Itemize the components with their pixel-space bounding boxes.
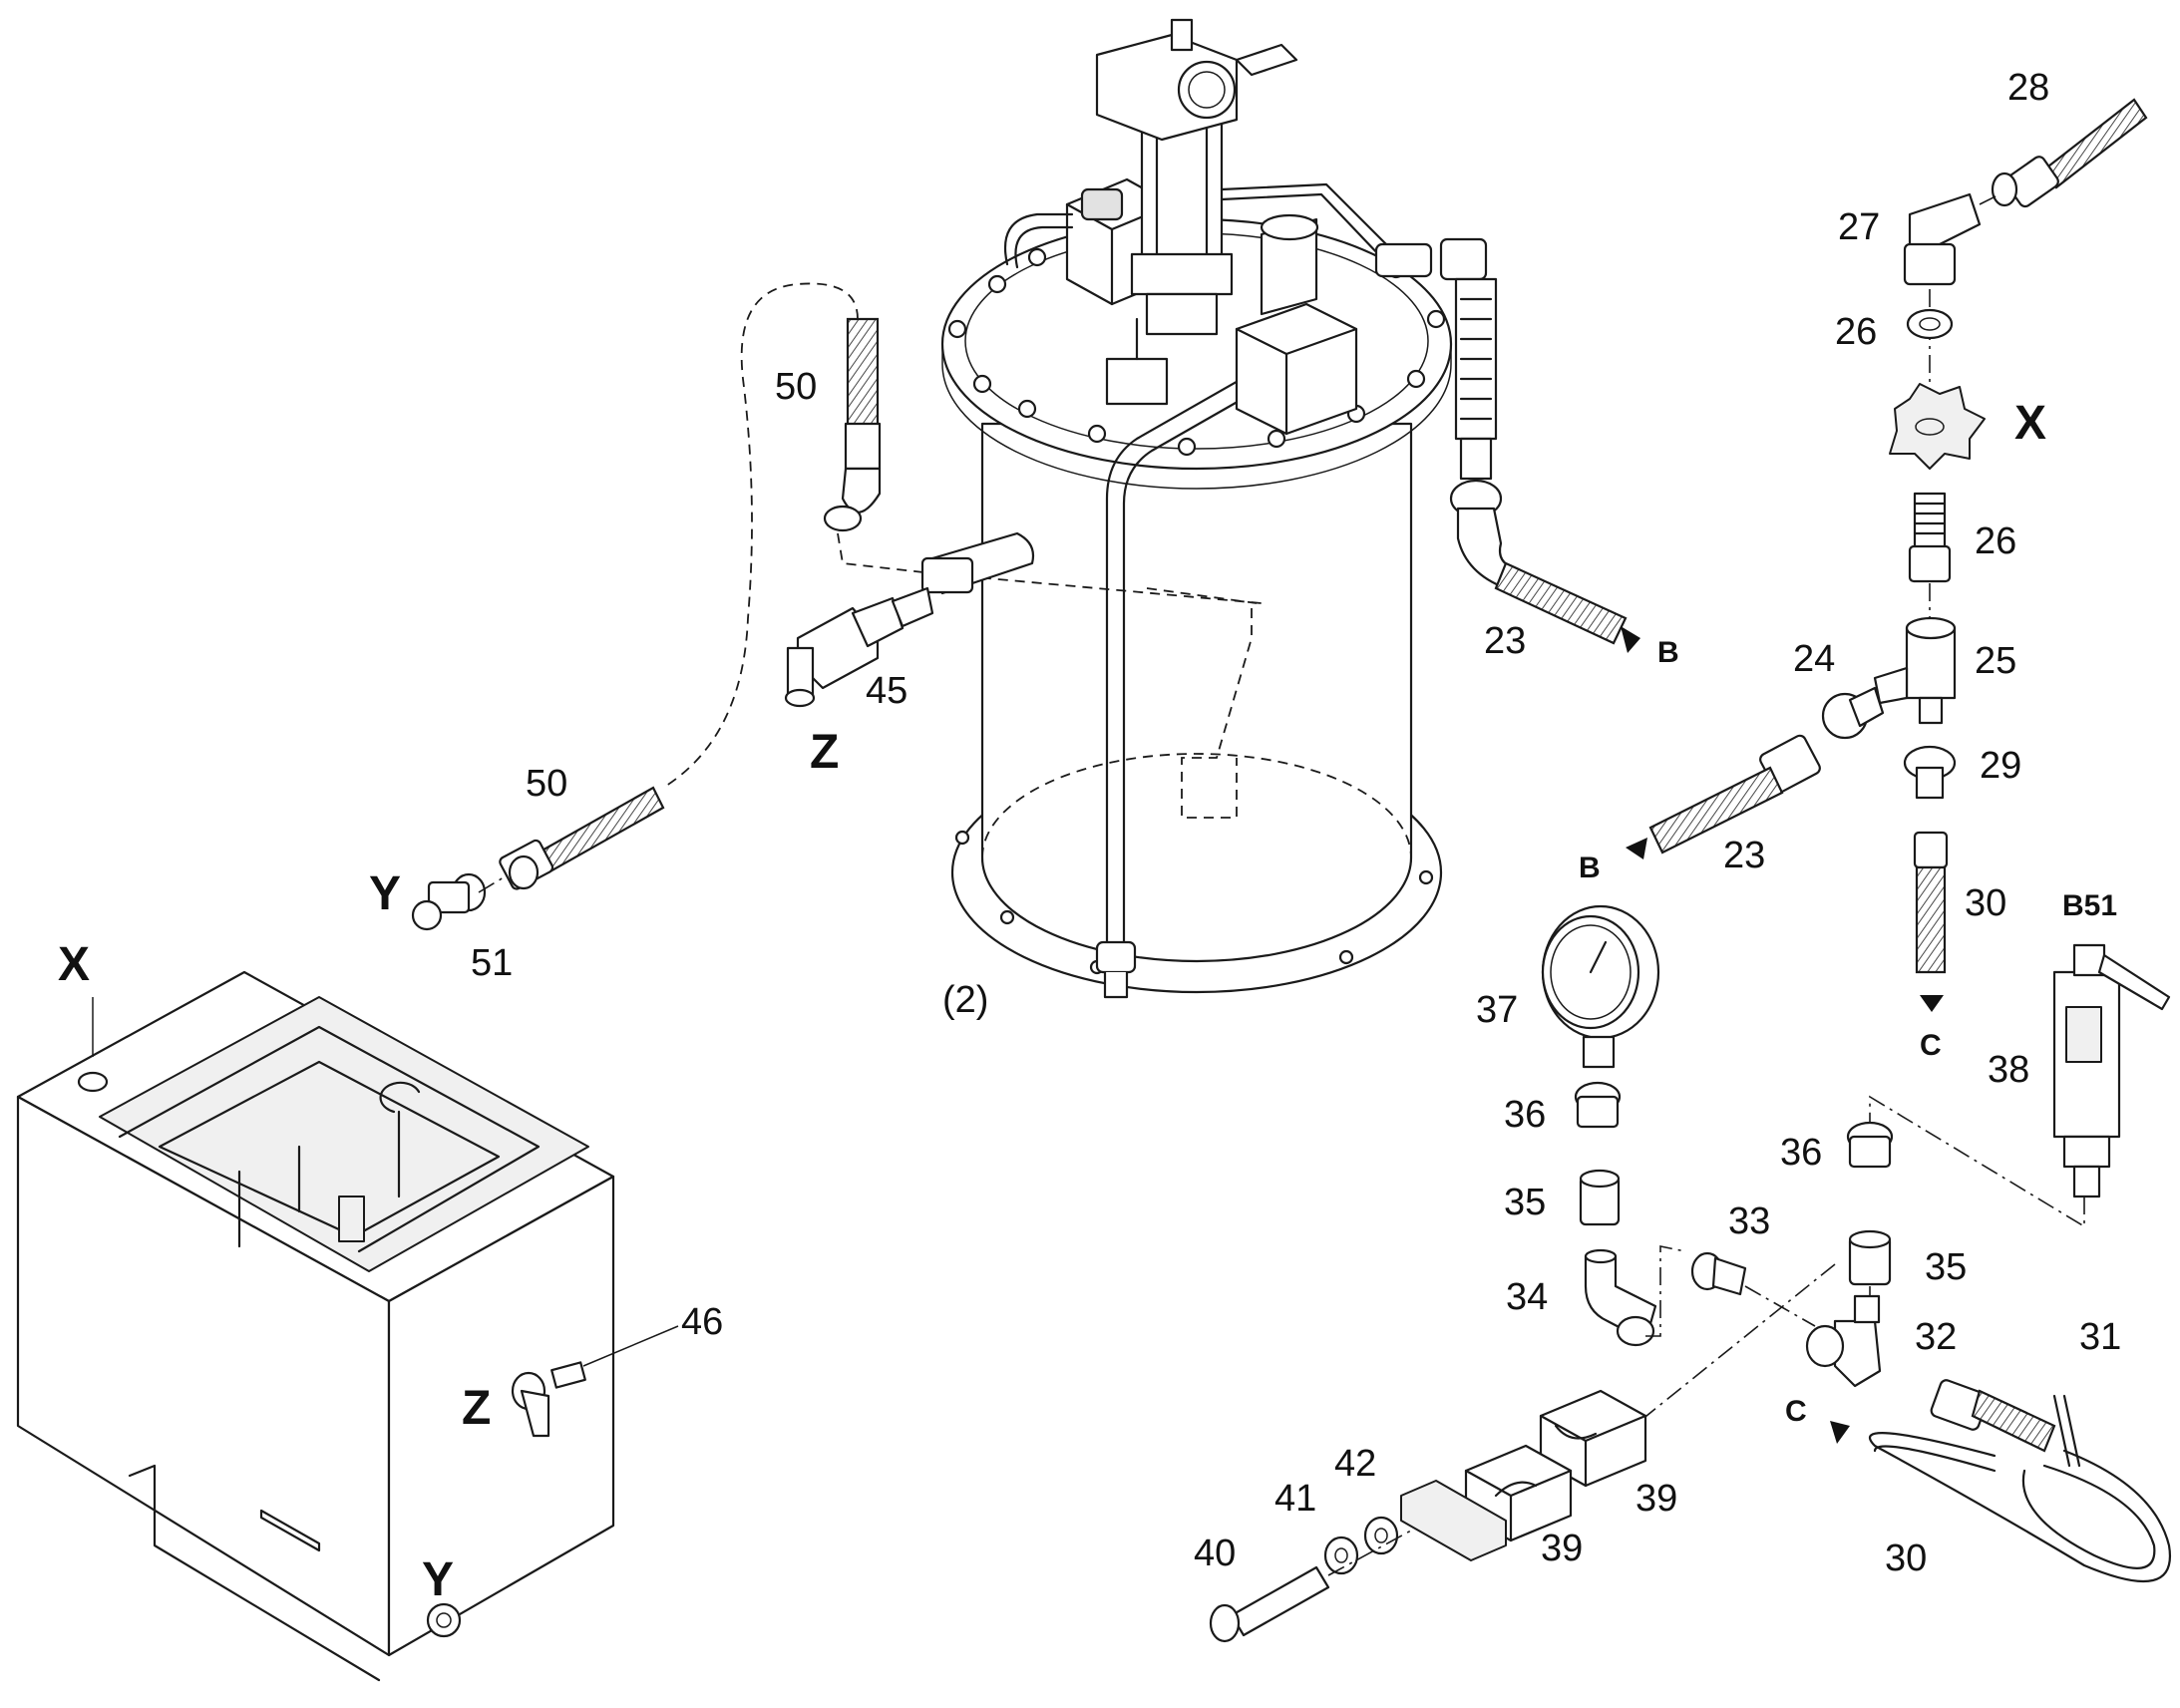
- callout-23-lower: 23: [1723, 835, 1765, 876]
- pressure-gauge-assembly: [1541, 904, 2172, 1583]
- callout-36-right: 36: [1780, 1132, 1822, 1174]
- callout-39-upper: 39: [1635, 1478, 1677, 1520]
- flange-bolts: [947, 247, 1446, 975]
- callout-38: 38: [1988, 1049, 2029, 1091]
- callout-39-lower: 39: [1541, 1528, 1583, 1569]
- nipple-fitting-51: [411, 872, 487, 931]
- callout-26-upper: 26: [1835, 311, 1877, 353]
- elbow-fitting-45: [784, 586, 934, 708]
- callout-35-left: 35: [1504, 1182, 1546, 1223]
- callout-30-lower: 30: [1885, 1537, 1927, 1579]
- callout-51: 51: [471, 942, 513, 984]
- callout-32: 32: [1915, 1316, 1957, 1358]
- callout-26-lower: 26: [1975, 520, 2016, 562]
- mounting-clamp-parts: [1209, 1389, 1647, 1643]
- ref-x-cabinet: X: [58, 938, 90, 991]
- pressure-sensor-b51: [1869, 943, 2171, 1228]
- pressure-tank: [940, 18, 1498, 999]
- ref-b51: B51: [2062, 889, 2117, 922]
- manifold-assembly: [1626, 98, 2148, 1012]
- callout-25: 25: [1975, 640, 2016, 682]
- ref-x-upper: X: [2014, 397, 2046, 450]
- callout-45: 45: [866, 670, 908, 712]
- inlet-hose-branch: [411, 282, 1263, 931]
- tank-outlet-fittings: [1374, 237, 1498, 481]
- callout-50-upper: 50: [775, 366, 817, 408]
- ref-z-cabinet: Z: [462, 1382, 491, 1435]
- ref-y-cabinet: Y: [422, 1553, 454, 1606]
- callout-40: 40: [1194, 1533, 1236, 1574]
- ref-c-lower: C: [1785, 1395, 1807, 1428]
- outlet-hose-23: [1449, 479, 1640, 653]
- callout-50-lower: 50: [526, 763, 567, 805]
- callout-36-left: 36: [1504, 1094, 1546, 1136]
- machine-cabinet: [16, 970, 679, 1682]
- callout-27: 27: [1838, 206, 1880, 248]
- callout-41: 41: [1274, 1478, 1316, 1520]
- ref-b-upper: B: [1657, 636, 1679, 669]
- callout-labels: 50 50 45 51 23 23 24 25 26 26 27 28 29 3…: [58, 67, 2121, 1606]
- callout-34: 34: [1506, 1276, 1548, 1318]
- callout-33: 33: [1728, 1200, 1770, 1242]
- callout-30-upper: 30: [1965, 882, 2006, 924]
- callout-46: 46: [681, 1301, 723, 1343]
- ref-y-upper: Y: [369, 867, 401, 920]
- callout-35-right: 35: [1925, 1246, 1967, 1288]
- callout-42: 42: [1334, 1443, 1376, 1485]
- ref-z-upper: Z: [810, 726, 839, 779]
- ref-c-upper: C: [1920, 1029, 1942, 1062]
- callout-31: 31: [2079, 1316, 2121, 1358]
- callout-37: 37: [1476, 989, 1518, 1031]
- callout-2: (2): [942, 979, 988, 1021]
- callout-29: 29: [1980, 745, 2021, 787]
- ref-b-lower: B: [1579, 852, 1601, 884]
- callout-23-upper: 23: [1484, 620, 1526, 662]
- callout-24: 24: [1793, 638, 1835, 680]
- callout-28: 28: [2007, 67, 2049, 109]
